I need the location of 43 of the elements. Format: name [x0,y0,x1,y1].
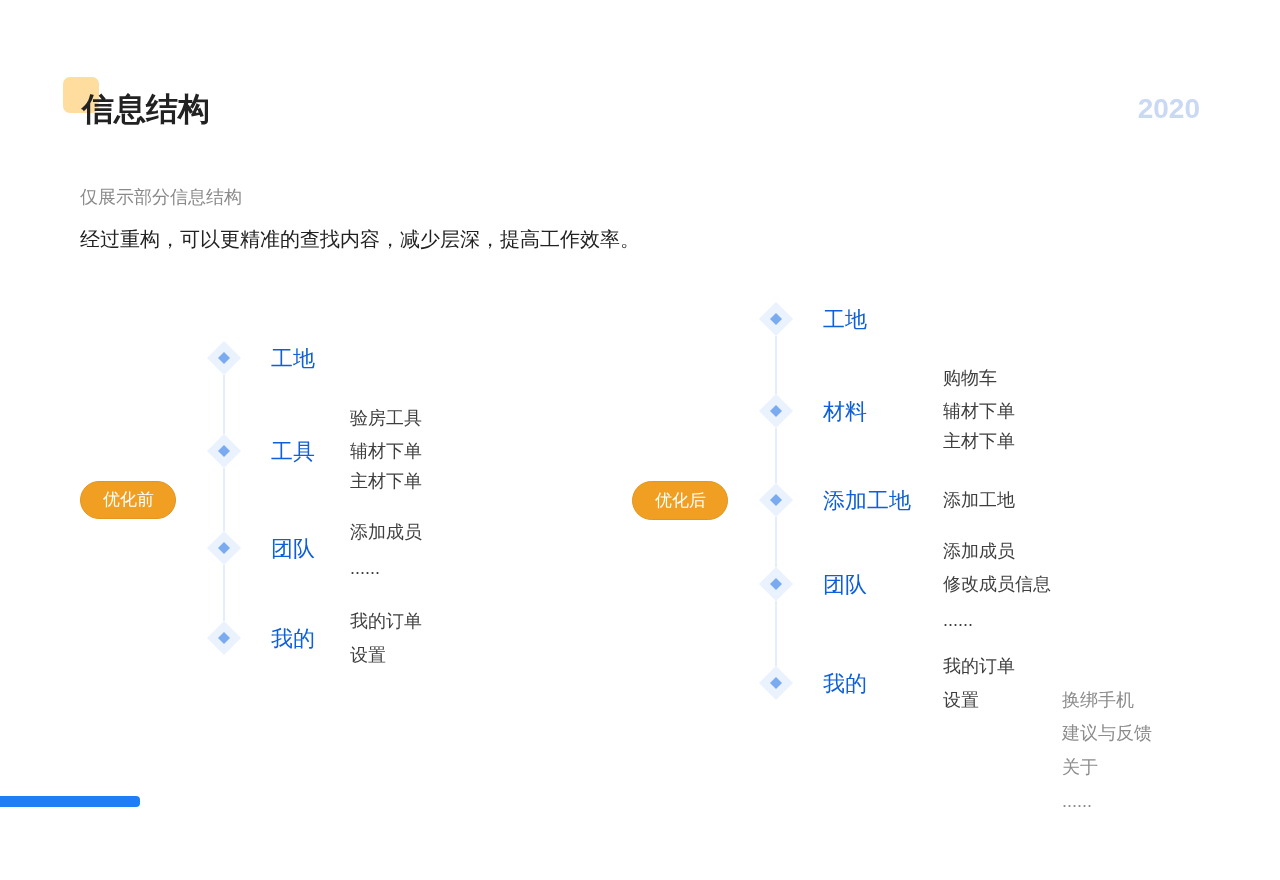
menu-item: 主材下单 [350,469,422,493]
submenu-item: ...... [1062,789,1092,813]
category-label: 材料 [823,397,867,426]
menu-item: 验房工具 [350,406,422,430]
diamond-marker [759,394,793,428]
diamond-marker [759,483,793,517]
diamond-marker [207,341,241,375]
category-label: 我的 [271,624,315,653]
menu-item: 辅材下单 [350,439,422,463]
menu-item: 辅材下单 [943,399,1015,423]
description: 经过重构，可以更精准的查找内容，减少层深，提高工作效率。 [80,227,640,252]
menu-item: 设置 [350,643,386,667]
diamond-marker [207,621,241,655]
menu-item: 添加成员 [943,539,1015,563]
diamond-marker [207,434,241,468]
pill-tag: 优化前 [80,481,176,519]
menu-item: ...... [350,556,380,580]
category-label: 添加工地 [823,486,911,515]
category-label: 工地 [271,344,315,373]
submenu-item: 关于 [1062,755,1098,779]
menu-item: 我的订单 [350,609,422,633]
category-label: 团队 [823,570,867,599]
menu-item: 设置 [943,688,979,712]
menu-item: 购物车 [943,366,997,390]
category-label: 工具 [271,437,315,466]
subtitle: 仅展示部分信息结构 [80,185,242,209]
category-label: 我的 [823,669,867,698]
menu-item: 添加成员 [350,520,422,544]
menu-item: ...... [943,608,973,632]
menu-item: 主材下单 [943,429,1015,453]
title: 信息结构 [82,90,210,129]
menu-item: 添加工地 [943,488,1015,512]
menu-item: 我的订单 [943,654,1015,678]
diamond-marker [207,531,241,565]
menu-item: 修改成员信息 [943,572,1051,596]
diamond-marker [759,666,793,700]
submenu-item: 建议与反馈 [1062,721,1152,745]
pill-tag: 优化后 [632,481,728,520]
category-label: 团队 [271,534,315,563]
diamond-marker [759,302,793,336]
submenu-item: 换绑手机 [1062,688,1134,712]
diamond-marker [759,567,793,601]
category-label: 工地 [823,305,867,334]
